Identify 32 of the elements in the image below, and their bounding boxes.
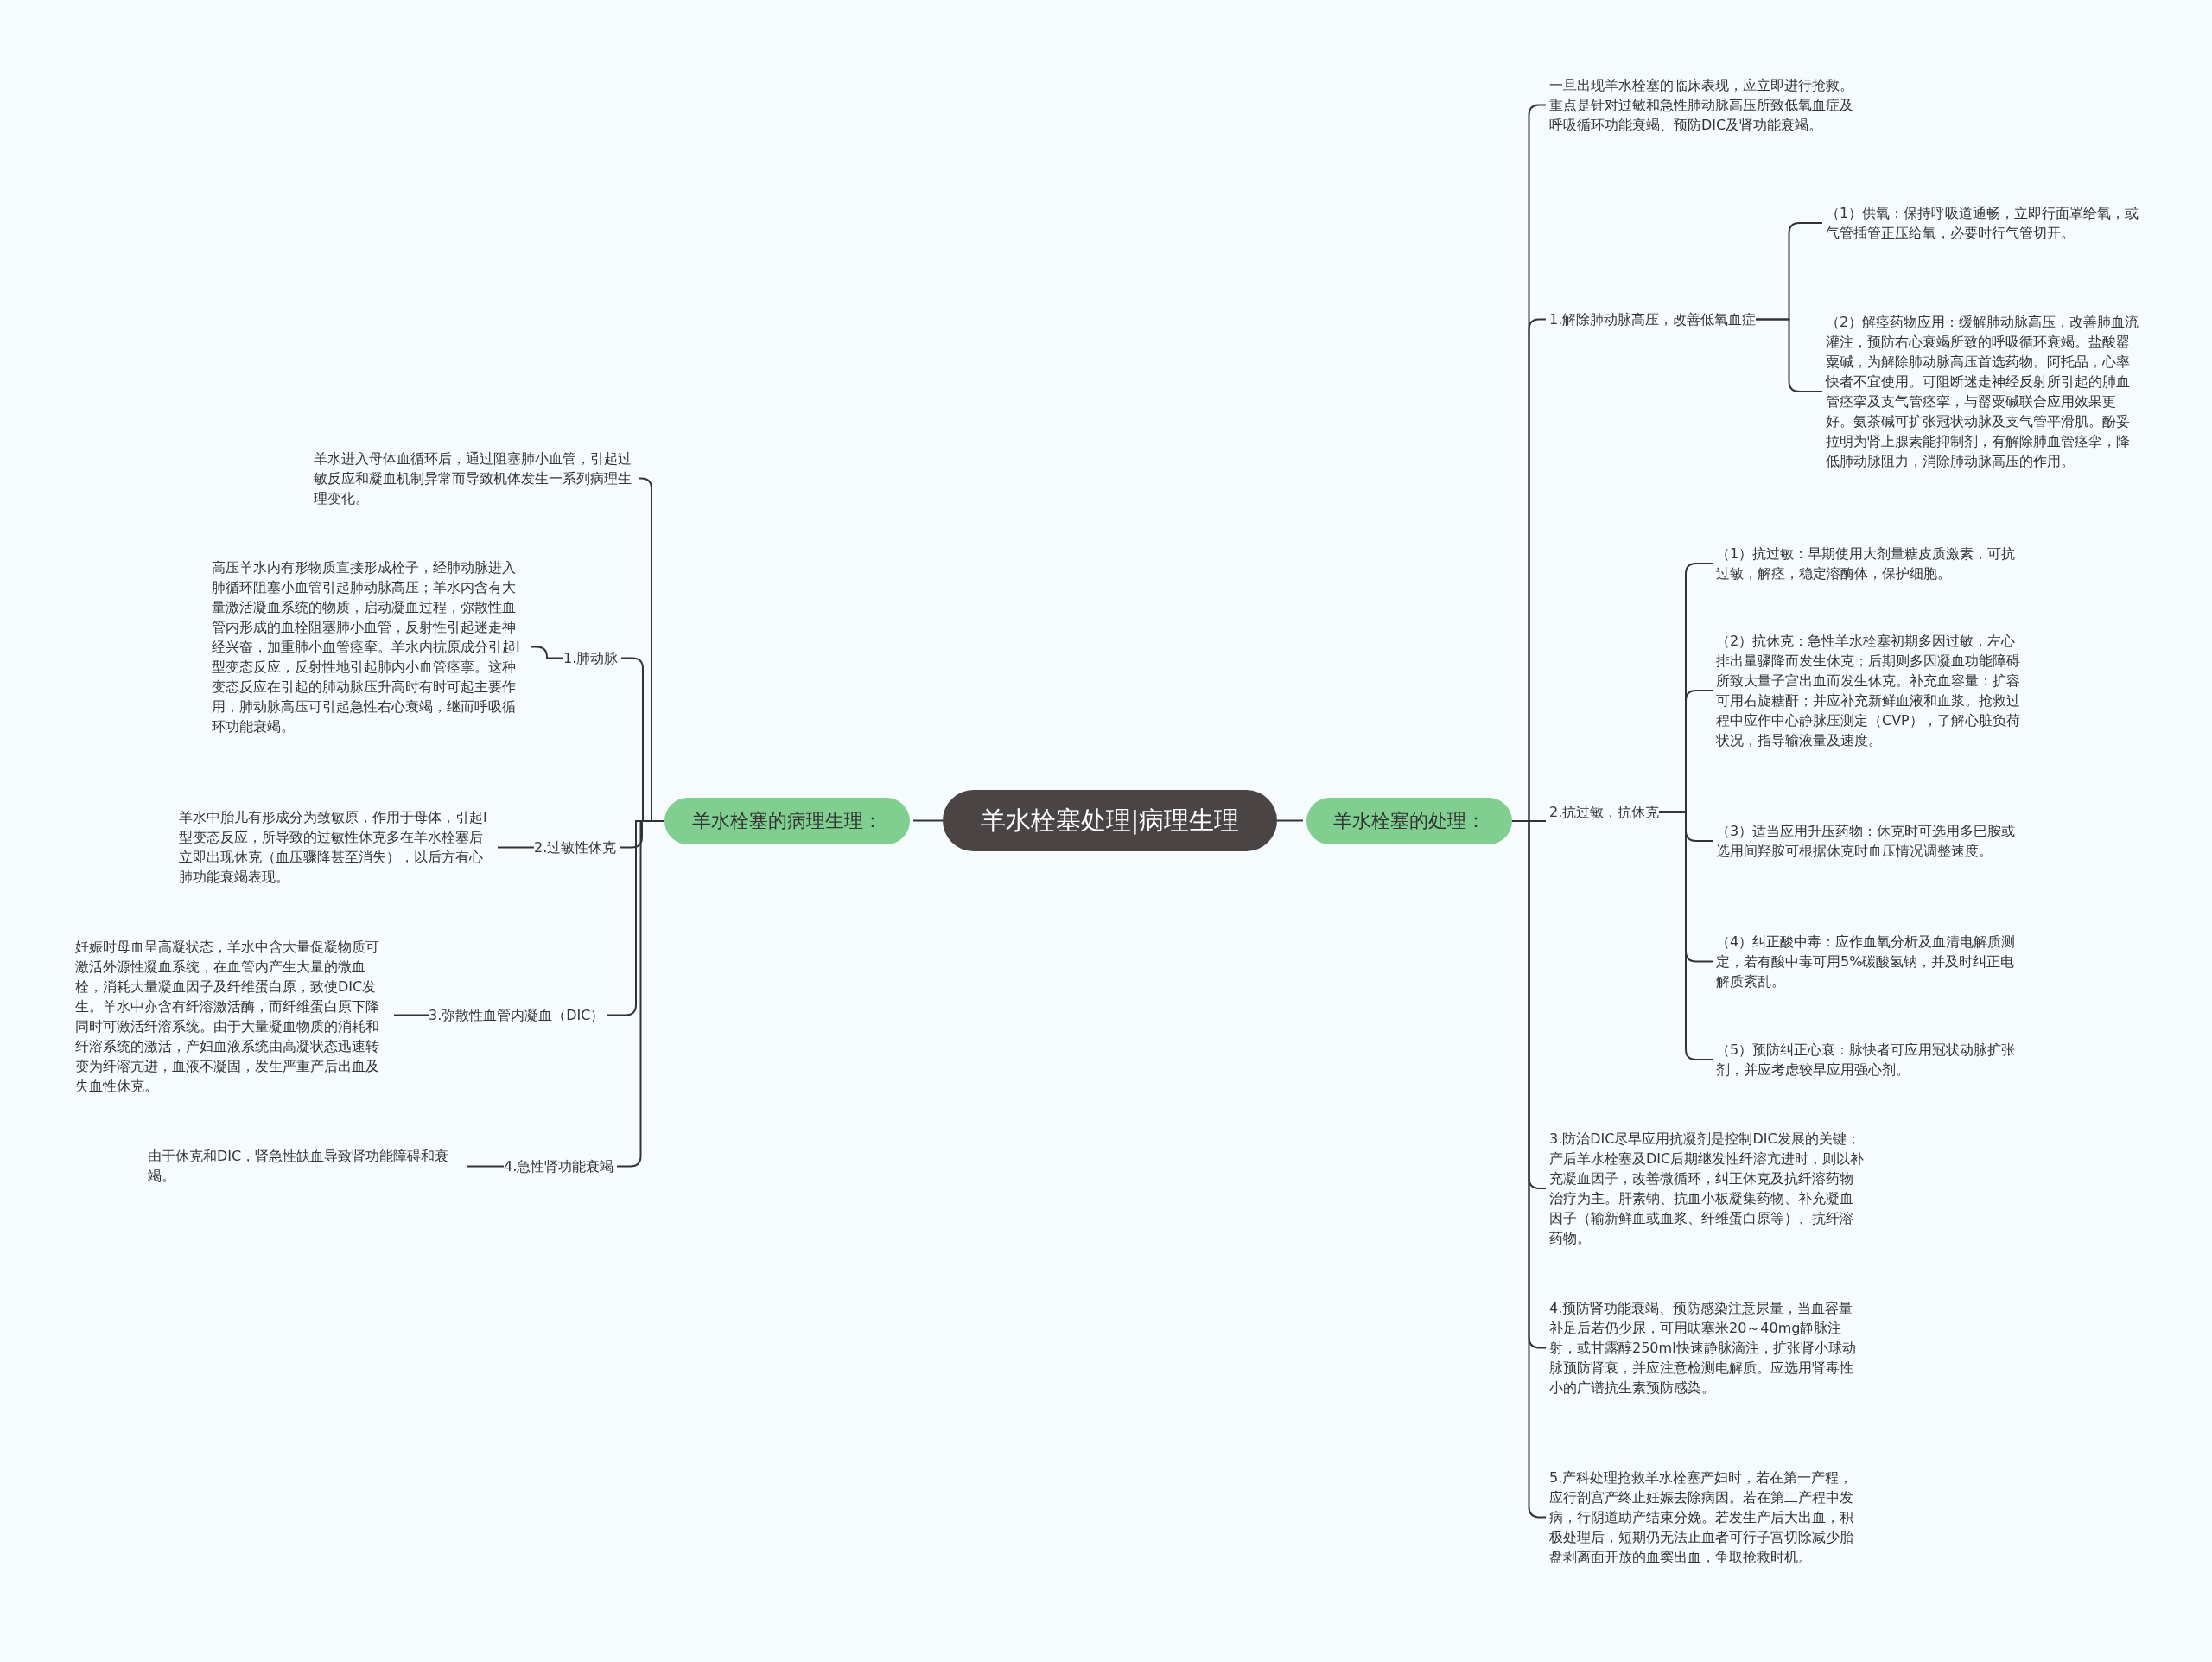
connector-line [530,646,564,659]
subtopic-label: 2.抗过敏，抗休克 [1549,802,1660,822]
connector-line [912,819,944,822]
note-text: 5.产科处理抢救羊水栓塞产妇时，若在第一产程，应行剖宫产终止妊娠去除病因。若在第二产程中发病，行阴道助产结束分娩。若发生产后大出血，积极处理后，短期仍无法止血者可行子宫切除减少胎盘剥离面开放的血窦出血，争取抢救时机。 [1549,1468,1865,1567]
note-text: （5）预防纠正心衰：脉快者可应用冠状动脉扩张剂，并应考虑较早应用强心剂。 [1716,1040,2023,1079]
central-topic: 羊水栓塞处理|病理生理 [943,790,1277,851]
note-text: （1）供氧：保持呼吸道通畅，立即行面罩给氧，或气管插管正压给氧，必要时行气管切开。 [1826,203,2143,243]
note-text: 妊娠时母血呈高凝状态，羊水中含大量促凝物质可激活外源性凝血系统，在血管内产生大量的微血栓，消耗大量凝血因子及纤维蛋白原，致使DIC发生。羊水中亦含有纤溶激活酶，而纤维蛋白原下降同时可激活纤溶系统。由于大量凝血物质的消耗和纤溶系统的激活，产妇血液系统由高凝状态迅速转变为纤溶亢进，血液不凝固，发生严重产后出血及失血性休克。 [75,937,391,1096]
subtopic-label: 4.急性肾功能衰竭 [504,1156,614,1176]
subtopic-label: 1.解除肺动脉高压，改善低氧血症 [1549,309,1757,329]
note-text: （3）适当应用升压药物：休克时可选用多巴胺或选用间羟胺可根据休克时血压情况调整速度。 [1716,821,2023,861]
note-text: 羊水进入母体血循环后，通过阻塞肺小血管，引起过敏反应和凝血机制异常而导致机体发生一系列病理生理变化。 [314,449,635,508]
note-text: （1）抗过敏：早期使用大剂量糖皮质激素，可抗过敏，解痉，稳定溶酶体，保护细胞。 [1716,544,2023,583]
note-text: 3.防治DIC尽早应用抗凝剂是控制DIC发展的关键；产后羊水栓塞及DIC后期继发性纤溶亢进时，则以补充凝血因子，改善微循环，纠正休克及抗纤溶药物治疗为主。肝素钠、抗血小板凝集药物、补充凝血因子（输新鲜血或血浆、纤维蛋白原等）、抗纤溶药物。 [1549,1129,1865,1248]
subtopic-label: 2.过敏性休克 [534,837,617,857]
note-text: 一旦出现羊水栓塞的临床表现，应立即进行抢救。重点是针对过敏和急性肺动脉高压所致低氧血症及呼吸循环功能衰竭、预防DIC及肾功能衰竭。 [1549,75,1865,135]
subtopic-label: 3.弥散性血管内凝血（DIC） [429,1005,605,1025]
main-topic: 羊水栓塞的病理生理： [664,798,910,844]
note-text: （2）抗休克：急性羊水栓塞初期多因过敏，左心排出量骤降而发生休克；后期则多因凝血功能障碍所致大量子宫出血而发生休克。补充血容量：扩容可用右旋糖酐；并应补充新鲜血液和血浆。抢救过程中应作中心静脉压测定（CVP），了解心脏负荷状况，指导输液量及速度。 [1716,631,2023,750]
note-text: 4.预防肾功能衰竭、预防感染注意尿量，当血容量补足后若仍少尿，可用呋塞米20～40mg静脉注射，或甘露醇250ml快速静脉滴注，扩张肾小球动脉预防肾衰，并应注意检测电解质。应选用肾毒性小的广谱抗生素预防感染。 [1549,1298,1865,1398]
connector-line [466,1165,505,1168]
subtopic-label: 1.肺动脉 [563,648,619,668]
note-text: （2）解痉药物应用：缓解肺动脉高压，改善肺血流灌注，预防右心衰竭所致的呼吸循环衰竭。盐酸罂粟碱，为解除肺动脉高压首选药物。阿托品，心率快者不宜使用。可阻断迷走神经反射所引起的肺血管痉挛及支气管痉挛，与罂粟碱联合应用效果更好。氨茶碱可扩张冠状动脉及支气管平滑肌。酚妥拉明为肾上腺素能抑制剂，有解除肺血管痉挛，降低肺动脉阻力，消除肺动脉高压的作用。 [1826,312,2143,471]
connector-line [1276,819,1304,822]
main-topic: 羊水栓塞的处理： [1306,798,1512,844]
note-text: 羊水中胎儿有形成分为致敏原，作用于母体，引起Ⅰ型变态反应，所导致的过敏性休克多在羊水栓塞后立即出现休克（血压骤降甚至消失），以后方有心肺功能衰竭表现。 [179,807,494,887]
note-text: （4）纠正酸中毒：应作血氧分析及血清电解质测定，若有酸中毒可用5%碳酸氢钠，并及时纠正电解质紊乱。 [1716,932,2023,991]
connector-line [393,1014,429,1016]
connector-line [497,846,535,849]
connector-line [1755,318,1823,392]
note-text: 高压羊水内有形物质直接形成栓子，经肺动脉进入肺循环阻塞小血管引起肺动脉高压；羊水内含有大量激活凝血系统的物质，启动凝血过程，弥散性血管内形成的血栓阻塞肺小血管，反射性引起迷走神经兴奋，加重肺小血管痉挛。羊水内抗原成分引起Ⅰ型变态反应，反射性地引起肺内小血管痉挛。这种变态反应在引起的肺动脉压升高时有时可起主要作用，肺动脉高压可引起急性右心衰竭，继而呼吸循环功能衰竭。 [212,557,527,736]
note-text: 由于休克和DIC，肾急性缺血导致肾功能障碍和衰竭。 [148,1146,463,1186]
